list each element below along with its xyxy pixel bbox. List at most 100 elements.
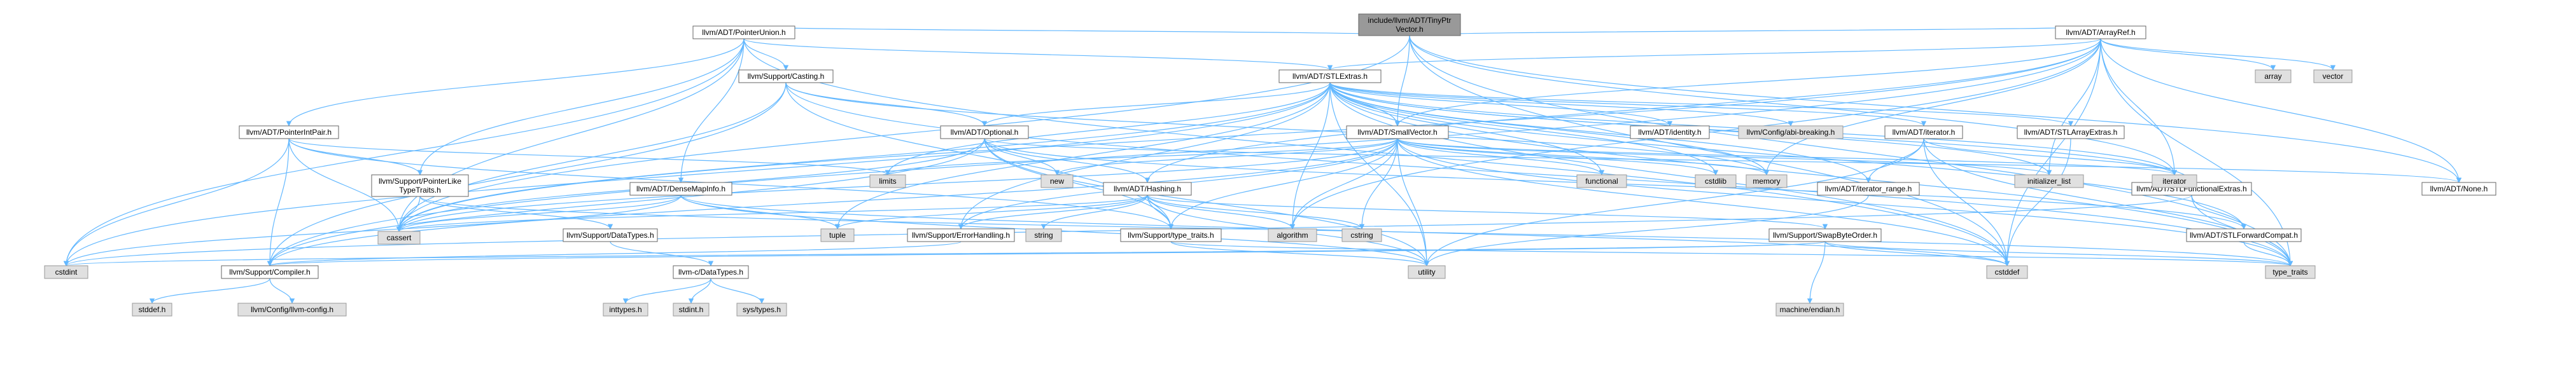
dependency-edges [63,25,2462,304]
node-se-label: llvm/ADT/STLExtras.h [1292,72,1368,81]
node-abi-box [1738,125,1844,139]
node-opt-box [940,125,1029,139]
node-pu[interactable]: llvm/ADT/PointerUnion.h [692,25,795,39]
node-dmi-box [629,182,732,196]
node-tt-box [2265,265,2316,279]
node-idt-box [1630,125,1710,139]
node-cstring-label: cstring [1350,231,1373,240]
node-pip[interactable]: llvm/ADT/PointerIntPair.h [239,125,339,139]
node-cmp[interactable]: llvm/Support/Compiler.h [221,265,319,279]
edge-root-to-iterator [1409,35,2178,175]
node-cdt-label: llvm-c/DataTypes.h [678,268,743,277]
edge-sc-to-stt [785,82,1174,230]
node-memory-label: memory [1753,177,1780,186]
node-cdt[interactable]: llvm-c/DataTypes.h [673,265,749,279]
node-abi-label: llvm/Config/abi-breaking.h [1747,128,1835,137]
edge-hsh-to-algorithm [1147,195,1296,230]
node-cmp-label: llvm/Support/Compiler.h [229,268,310,277]
node-pip-label: llvm/ADT/PointerIntPair.h [246,128,332,137]
edge-ar-to-cmp [267,38,2101,266]
node-non-label: llvm/ADT/None.h [2430,184,2488,193]
node-algorithm-label: algorithm [1277,231,1308,240]
edge-it-to-tt [1923,138,2293,266]
node-new: new [1040,174,1074,188]
node-functional-label: functional [1585,177,1618,186]
edge-pip-to-limits [288,138,890,175]
node-cdt-box [673,265,749,279]
node-non[interactable]: llvm/ADT/None.h [2421,182,2496,196]
node-vector: vector [2313,69,2353,83]
edge-pu-to-se [743,38,1333,71]
node-stt[interactable]: llvm/Support/type_traits.h [1120,228,1222,242]
edge-it-to-cstddef [1923,138,2010,266]
node-ar[interactable]: llvm/ADT/ArrayRef.h [2055,25,2146,39]
node-sdt-box [563,228,658,242]
edge-ir-to-utility [1424,195,1869,266]
node-cstdint-box [44,265,88,279]
edge-sv-to-cmp [267,138,1398,266]
node-sc[interactable]: llvm/Support/Casting.h [738,69,834,83]
edge-ar-to-se [1327,38,2101,71]
edge-opt-to-hsh [984,138,1151,183]
node-inttypes-label: inttypes.h [609,305,641,314]
edge-sv-to-limits [885,138,1398,175]
node-opt[interactable]: llvm/ADT/Optional.h [940,125,1029,139]
node-llvmcfg-box [237,303,347,317]
node-ar-label: llvm/ADT/ArrayRef.h [2066,28,2135,37]
node-hsh[interactable]: llvm/ADT/Hashing.h [1103,182,1192,196]
node-root-label: Vector.h [1396,25,1423,34]
node-ir-box [1817,182,1920,196]
node-il-box [2014,174,2084,188]
edge-ar-to-il [2046,38,2101,175]
node-cstddef-box [1986,265,2028,279]
node-se[interactable]: llvm/ADT/STLExtras.h [1278,69,1382,83]
node-cstdint: cstdint [44,265,88,279]
node-sfc[interactable]: llvm/ADT/STLForwardCompat.h [2186,228,2302,242]
node-systypes-box [736,303,787,317]
edge-hsh-to-stt [1147,195,1174,230]
node-idt[interactable]: llvm/ADT/identity.h [1630,125,1710,139]
edge-pu-to-cstddef [743,38,2010,266]
node-ir[interactable]: llvm/ADT/iterator_range.h [1817,182,1920,196]
node-cstddef-label: cstddef [1995,268,2020,277]
edge-se-to-cstddef [1329,82,2010,266]
edge-seh-to-cmp [267,241,962,266]
edge-hsh-to-seh [958,195,1148,230]
edge-pu-to-sc [743,38,789,71]
edge-se-to-sv [1329,82,1401,127]
node-array-label: array [2264,72,2281,81]
edge-dmi-to-cstdint [63,195,682,266]
edge-ar-to-iterator [2100,38,2178,175]
node-functional-box [1576,174,1627,188]
node-sdt[interactable]: llvm/Support/DataTypes.h [563,228,658,242]
edge-cmp-to-stddef [149,278,270,304]
node-dmi[interactable]: llvm/ADT/DenseMapInfo.h [629,182,732,196]
node-vector-label: vector [2323,72,2344,81]
node-seh[interactable]: llvm/Support/ErrorHandling.h [907,228,1015,242]
edge-hsh-to-sbo [1147,195,1828,230]
edge-sv-to-iterator [1397,138,2177,175]
node-sbo[interactable]: llvm/Support/SwapByteOrder.h [1768,228,1882,242]
edge-dmi-to-cassert [396,195,682,232]
edge-pu-to-pip [286,38,745,127]
node-sae[interactable]: llvm/ADT/STLArrayExtras.h [2017,125,2125,139]
node-tt: type_traits [2265,265,2316,279]
node-it[interactable]: llvm/ADT/iterator.h [1884,125,1963,139]
node-ptl-box [371,174,469,197]
node-tuple-box [820,228,855,242]
edge-sbo-to-cstdint [64,241,1826,266]
node-sc-label: llvm/Support/Casting.h [748,72,825,81]
edge-cmp-to-llvmcfg [269,278,295,304]
node-sv[interactable]: llvm/ADT/SmallVector.h [1346,125,1449,139]
edge-sbo-to-cstddef [1824,241,2010,266]
edge-root-to-tt [1409,35,2293,266]
node-cstddef: cstddef [1986,265,2028,279]
node-limits-box [869,174,906,188]
node-seh-box [907,228,1015,242]
node-stdint-label: stdint.h [679,305,704,314]
edge-se-to-opt [981,82,1331,127]
